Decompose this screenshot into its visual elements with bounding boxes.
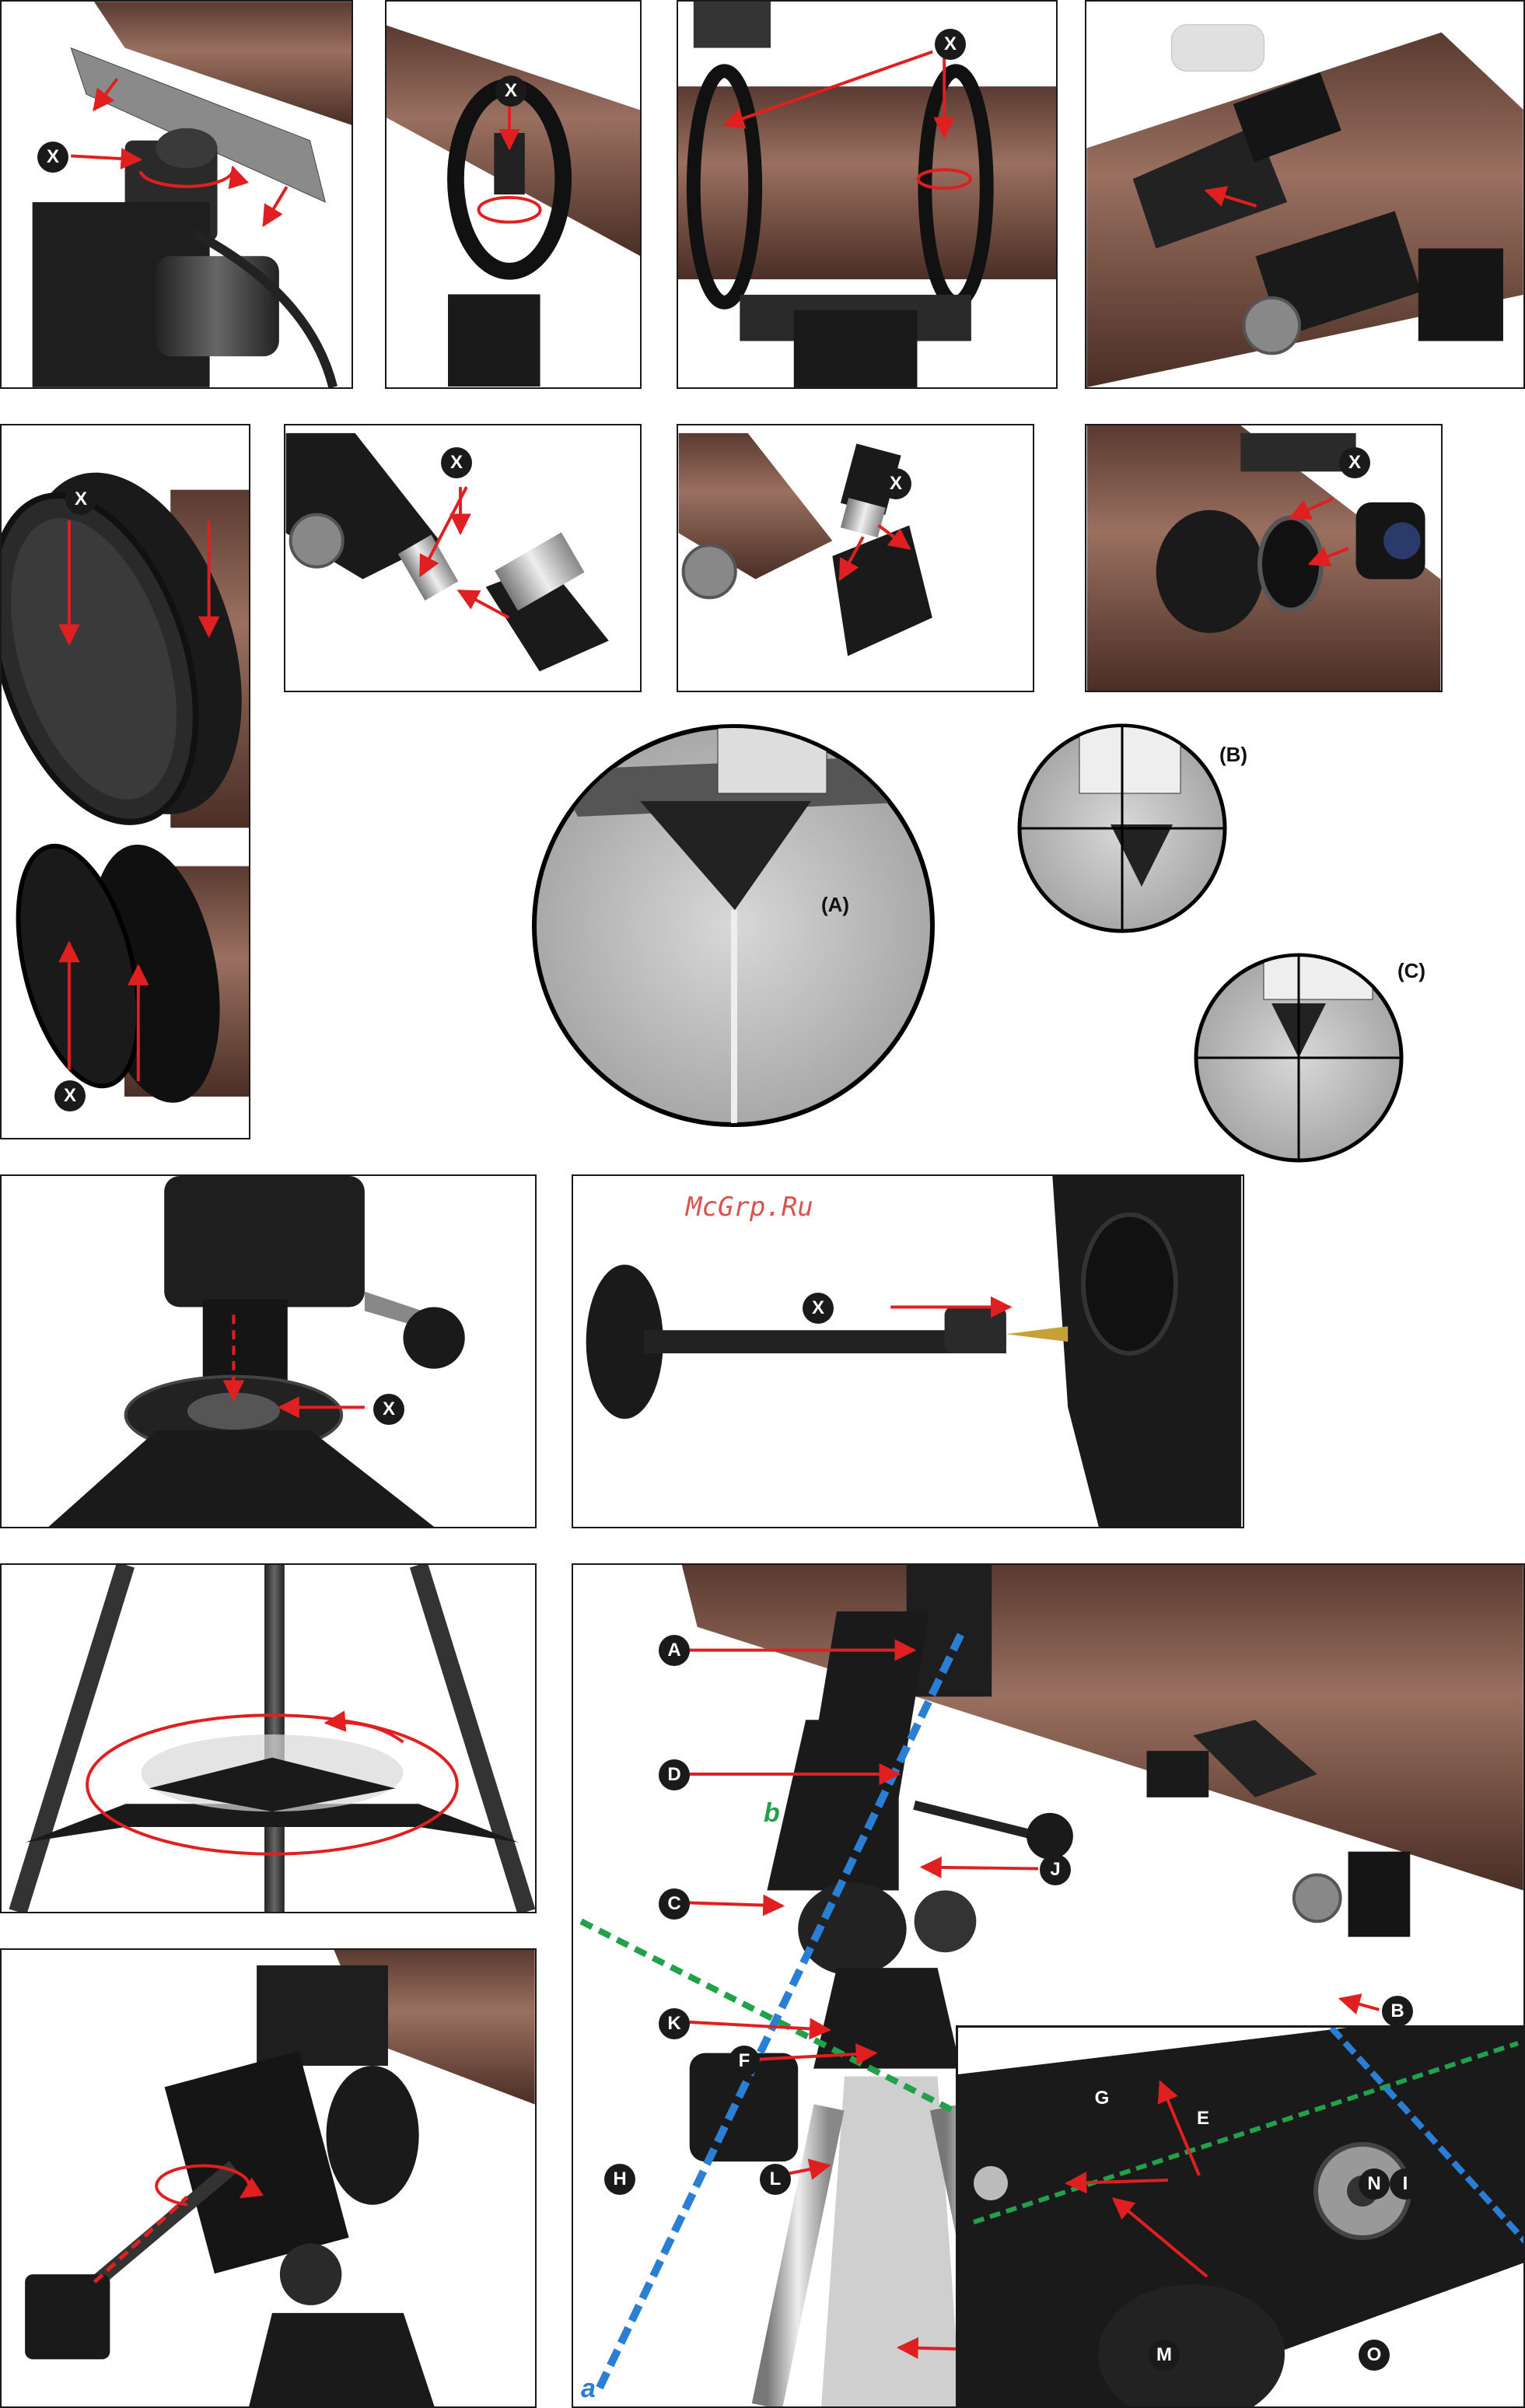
part-label-l: L xyxy=(760,2164,791,2195)
part-label-i: I xyxy=(1390,2168,1421,2200)
callout-x-badge: X xyxy=(935,29,966,60)
reticle-label-a: (A) xyxy=(821,893,849,917)
callout-x-badge: X xyxy=(37,142,68,173)
part-label-j: J xyxy=(1040,1854,1071,1885)
panel-tube-ring-lock: X xyxy=(385,0,642,389)
part-label-g: G xyxy=(1086,2083,1118,2114)
inset-clutch-detail xyxy=(956,2025,1525,2408)
part-label-k: K xyxy=(659,2008,690,2039)
panel-dust-caps: X X xyxy=(0,424,250,1139)
part-label-a: A xyxy=(659,1635,690,1666)
part-label-o: O xyxy=(1359,2340,1390,2371)
axis-label-a: a xyxy=(581,2374,596,2404)
panel-equatorial-mount-parts: A D C J K F G B E H L N I M O a b xyxy=(572,1563,1525,2408)
reticle-view-c: (C) xyxy=(1194,953,1404,1163)
panel-eyepiece-insert: X xyxy=(677,424,1034,692)
callout-x-badge: X xyxy=(441,447,472,478)
callout-x-badge: X xyxy=(373,1394,404,1425)
axis-label-b: b xyxy=(764,1798,780,1829)
panel-mount-base: X xyxy=(0,1174,537,1528)
reticle-view-a: (A) xyxy=(531,723,936,1128)
part-label-m: M xyxy=(1149,2340,1180,2371)
part-label-d: D xyxy=(659,1759,690,1790)
panel-ra-axis-rotate xyxy=(0,1948,537,2408)
reticle-view-b: (B) xyxy=(1017,723,1227,933)
part-label-h: H xyxy=(604,2164,635,2195)
reticle-label-c: (C) xyxy=(1397,959,1425,983)
panel-finder-scope xyxy=(1085,0,1525,389)
part-label-b: B xyxy=(1382,1996,1413,2027)
panel-accessory-tray xyxy=(0,1563,537,1913)
part-label-n: N xyxy=(1359,2168,1390,2200)
watermark-text: McGrp.Ru xyxy=(686,1192,813,1223)
part-label-c: C xyxy=(659,1888,690,1920)
callout-x-badge: X xyxy=(65,484,96,515)
callout-x-badge: X xyxy=(54,1080,86,1111)
callout-x-badge: X xyxy=(1339,447,1370,478)
callout-x-badge: X xyxy=(495,75,526,107)
panel-star-diagonal-insert: X xyxy=(284,424,642,692)
callout-x-badge: X xyxy=(880,468,911,499)
part-label-f: F xyxy=(729,2046,760,2077)
callout-x-badge: X xyxy=(803,1293,834,1324)
panel-tube-rings-screws: X xyxy=(677,0,1058,389)
part-label-e: E xyxy=(1187,2103,1219,2134)
reticle-label-b: (B) xyxy=(1219,743,1247,767)
panel-dovetail-mount: X xyxy=(0,0,353,389)
panel-focuser-eyepiece: X xyxy=(1085,424,1443,692)
panel-counterweight-rod: McGrp.Ru X xyxy=(572,1174,1244,1528)
